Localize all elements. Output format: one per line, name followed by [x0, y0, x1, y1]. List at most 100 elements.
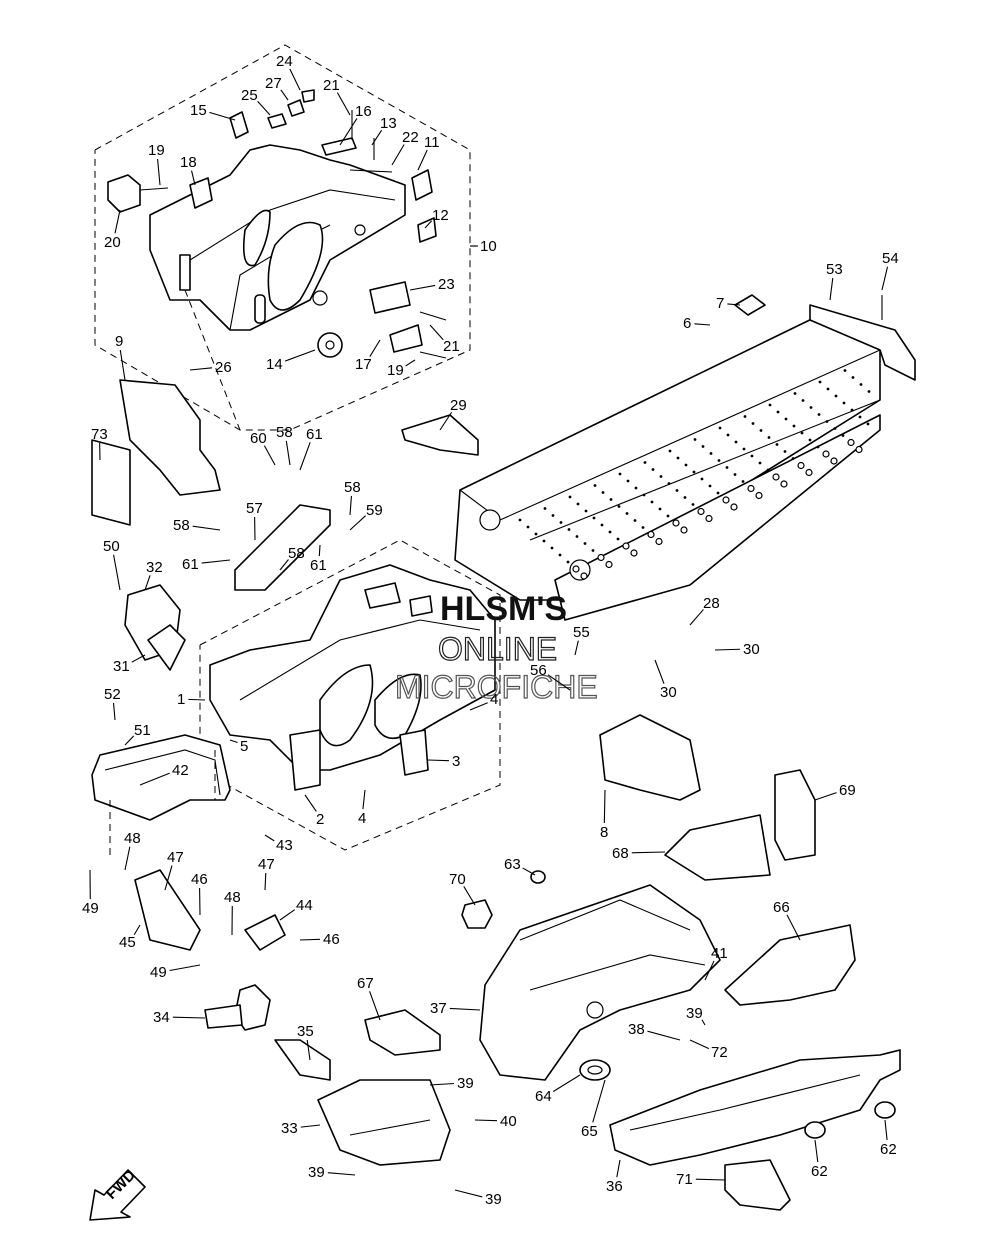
- rivet-dot: [716, 491, 720, 495]
- callout-leader: [552, 1074, 581, 1092]
- rivet-dot: [697, 507, 705, 516]
- watermark-line-2: ONLINE: [438, 631, 557, 667]
- callout-label-21: 21: [323, 77, 340, 94]
- rivet-dot: [847, 438, 855, 447]
- callout-leader: [285, 440, 291, 466]
- lower-cowl-part: [609, 1049, 901, 1211]
- callout-leader: [209, 111, 236, 121]
- callout-leader: [191, 170, 196, 186]
- rivet-dot: [833, 427, 837, 430]
- callout-label-30: 30: [660, 684, 677, 701]
- rivet-dot: [784, 417, 788, 421]
- rivet-dot: [591, 549, 595, 552]
- rivet-dot: [725, 466, 729, 469]
- rivet-dot: [722, 496, 730, 504]
- callout-leader: [522, 867, 536, 876]
- callout-label-23: 23: [438, 276, 455, 293]
- callout-leader: [264, 834, 275, 842]
- callout-leader: [264, 872, 267, 891]
- rivet-dot: [751, 422, 755, 425]
- callout-label-9: 9: [115, 333, 123, 350]
- rivet-dot: [650, 500, 654, 504]
- callout-leader: [884, 1119, 888, 1141]
- callout-label-66: 66: [773, 899, 790, 916]
- callout-label-36: 36: [606, 1178, 623, 1195]
- callout-label-61: 61: [310, 557, 327, 574]
- rivet-dot: [643, 461, 647, 464]
- rivet-dot: [700, 477, 704, 481]
- callout-label-33: 33: [281, 1120, 298, 1137]
- callout-leader: [280, 89, 289, 101]
- bracket-part-29: [401, 414, 479, 456]
- rivet-dot: [866, 422, 870, 426]
- callout-label-40: 40: [500, 1113, 517, 1130]
- rivet-dot: [567, 528, 571, 531]
- belly-pan-part: [479, 884, 721, 1081]
- rivet-dot: [741, 480, 745, 483]
- grommet-parts: [530, 870, 896, 1139]
- upper-frame-group: [94, 44, 478, 431]
- rivet-dot: [830, 457, 838, 465]
- callout-label-38: 38: [628, 1021, 645, 1038]
- callout-leader: [449, 1007, 481, 1011]
- rivet-dot: [793, 392, 797, 395]
- callout-label-47: 47: [258, 856, 275, 873]
- callout-leader: [369, 991, 381, 1021]
- callout-leader: [201, 559, 231, 564]
- callout-leader: [304, 794, 317, 812]
- callout-label-3: 3: [452, 753, 460, 770]
- rivet-dot: [668, 449, 672, 453]
- callout-leader: [616, 1159, 621, 1178]
- rivet-dot: [616, 537, 620, 541]
- callout-label-67: 67: [357, 975, 374, 992]
- callout-leader: [362, 789, 366, 810]
- callout-leader: [257, 100, 271, 116]
- callout-label-70: 70: [449, 871, 466, 888]
- callout-leader: [417, 149, 428, 171]
- rivet-dot: [780, 480, 788, 488]
- callout-leader: [139, 772, 170, 786]
- callout-leader: [144, 575, 151, 591]
- callout-label-25: 25: [241, 87, 258, 104]
- callout-leader: [289, 68, 301, 91]
- callout-leader: [829, 277, 834, 301]
- callout-leader: [229, 739, 238, 744]
- rivet-dot: [775, 443, 779, 446]
- side-panel-parts: [664, 769, 816, 881]
- callout-label-21: 21: [443, 338, 460, 355]
- callout-label-41: 41: [711, 945, 728, 962]
- rivet-dot: [568, 495, 572, 499]
- callout-label-64: 64: [535, 1088, 552, 1105]
- rivet-dot: [843, 369, 847, 372]
- callout-leader: [701, 1019, 706, 1026]
- callout-label-53: 53: [826, 261, 843, 278]
- rivet-dot: [658, 507, 662, 511]
- callout-label-62: 62: [811, 1163, 828, 1180]
- clip-part-70: [461, 899, 493, 929]
- callout-leader: [469, 702, 488, 711]
- rivet-dot: [851, 376, 855, 379]
- callout-label-18: 18: [180, 154, 197, 171]
- callout-leader: [547, 674, 571, 691]
- callout-label-57: 57: [246, 500, 263, 517]
- callout-leader: [654, 659, 665, 684]
- callout-leader: [119, 349, 126, 381]
- rivet-dot: [601, 491, 605, 494]
- rivet-dot: [633, 519, 637, 522]
- rivet-dot: [593, 484, 597, 487]
- callout-leader: [192, 525, 221, 531]
- callout-leader: [704, 960, 715, 981]
- rivet-dot: [576, 502, 580, 506]
- callout-label-46: 46: [191, 871, 208, 888]
- rivet-dot: [750, 454, 754, 458]
- rivet-dot: [534, 532, 538, 536]
- callout-label-14: 14: [266, 356, 283, 373]
- rivet-dot: [701, 445, 705, 448]
- callout-label-39: 39: [308, 1164, 325, 1181]
- callout-leader: [647, 1030, 681, 1041]
- callout-leader: [300, 1124, 321, 1128]
- rivet-dot: [776, 410, 780, 414]
- callout-label-61: 61: [182, 556, 199, 573]
